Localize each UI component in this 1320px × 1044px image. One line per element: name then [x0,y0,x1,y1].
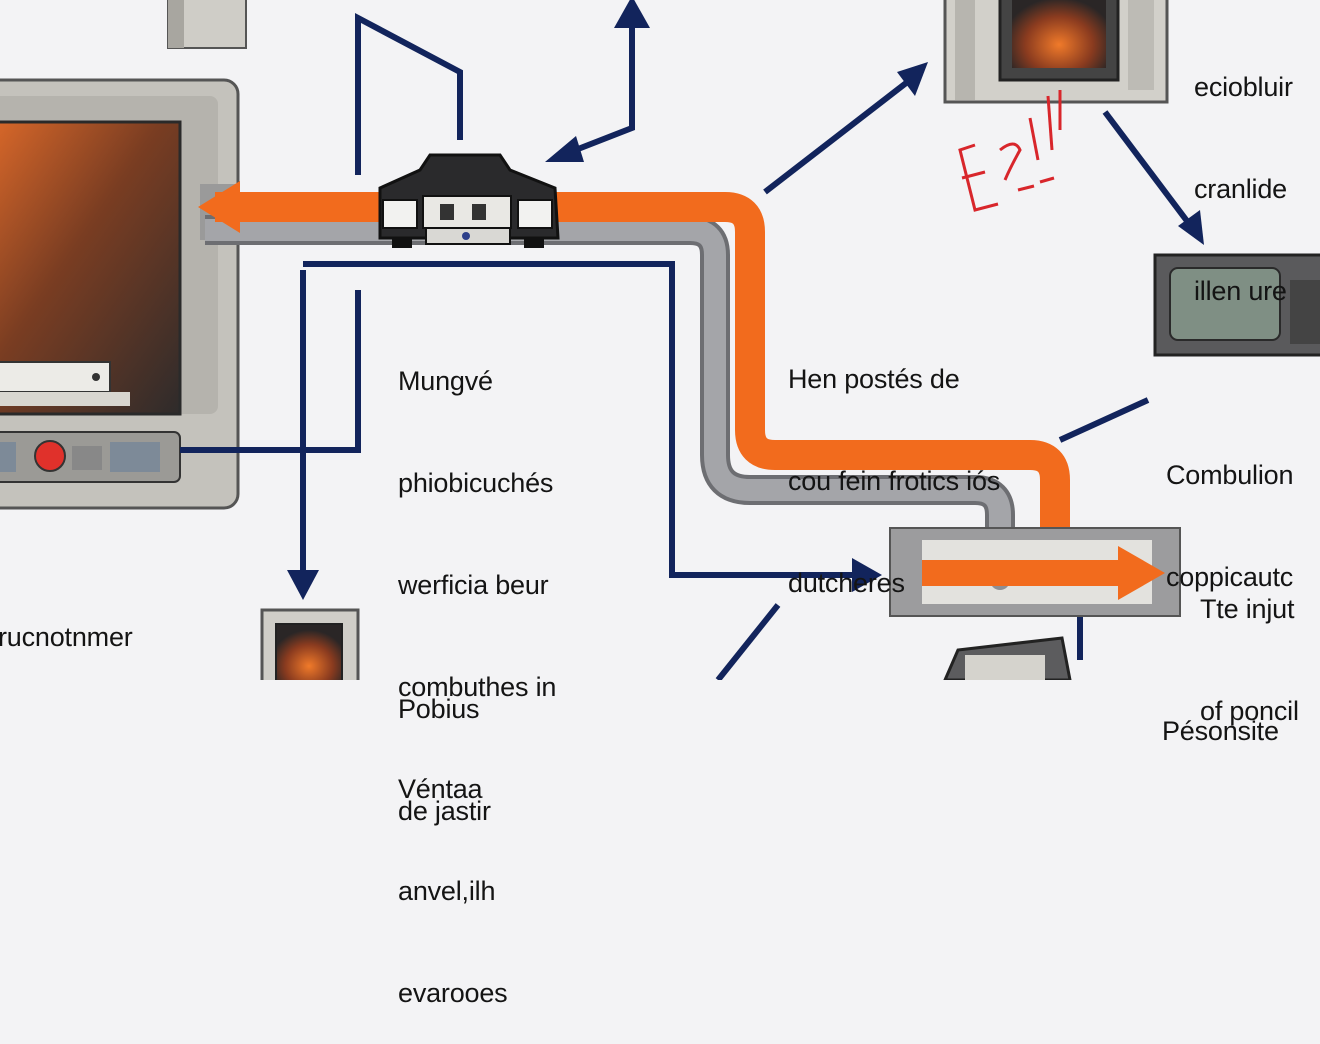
middle-description-label: Hen postés de cou fein frotics iós dutch… [788,364,1001,598]
control-box-icon [1153,253,1320,357]
junction-box-icon [889,527,1181,617]
bottom-right-label: Pésonsite [1162,716,1279,746]
small-device-bottom-right [943,636,1072,680]
handwritten-annotation-icon [958,90,1062,212]
navy-arrowheads [287,0,1204,600]
small-furnace-icon [260,608,360,680]
furnace-unit-icon [943,0,1169,104]
orange-arrowhead-left [198,181,240,233]
top-right-label: eciobluir cranlide illen ure [1194,72,1293,306]
bottom-center-label: Pobius de jastir [398,694,491,826]
navy-connectors [180,12,1193,680]
terminal-console-icon [0,78,240,510]
right-mid-label: Combulion coppicautc [1166,460,1294,592]
top-left-box [167,0,247,49]
process-diagram [0,0,1320,680]
connector-module-icon [378,153,560,248]
left-bottom-label: rucnotnmer [0,622,133,652]
